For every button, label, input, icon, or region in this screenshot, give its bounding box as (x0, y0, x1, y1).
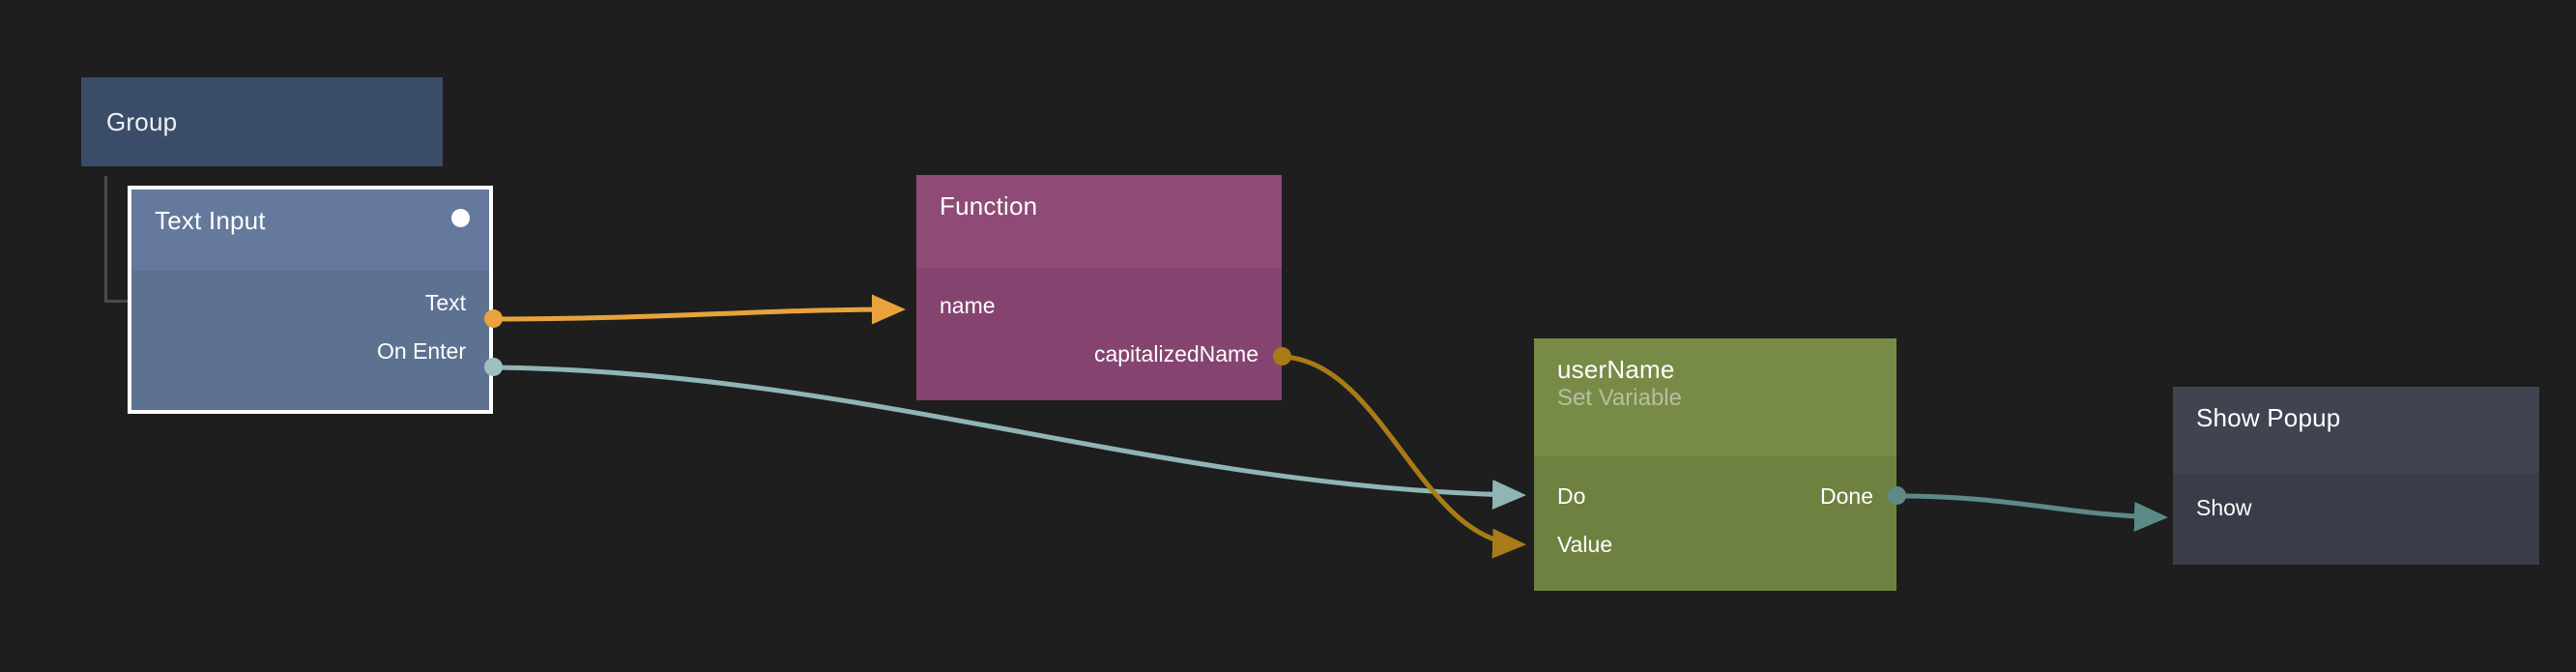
port-label-on-enter: On Enter (376, 337, 466, 364)
port-knob-on-enter-output[interactable] (484, 358, 503, 376)
port-row-on-enter-output[interactable]: On Enter (131, 336, 489, 365)
node-set-variable-header[interactable]: userName Set Variable (1534, 338, 1896, 456)
group-bracket (104, 176, 130, 303)
port-label-done: Done (1820, 482, 1873, 509)
port-row-capitalizedname-output[interactable]: capitalizedName (916, 339, 1282, 368)
node-show-popup-title: Show Popup (2196, 403, 2341, 432)
port-row-value-input[interactable]: Value (1534, 530, 1896, 559)
node-set-variable-body: Do Done Value (1534, 456, 1896, 591)
node-text-input-header[interactable]: Text Input (131, 190, 489, 271)
node-show-popup-body: Show (2173, 474, 2539, 565)
group-header[interactable]: Group (81, 77, 443, 166)
node-show-popup-header[interactable]: Show Popup (2173, 387, 2539, 474)
node-text-input-body: Text On Enter (131, 271, 489, 410)
port-label-name: name (940, 292, 996, 318)
wire-textinput-text-to-function-name (494, 294, 907, 325)
node-function-body: name capitalizedName (916, 268, 1282, 400)
port-label-capitalizedname: capitalizedName (1093, 340, 1259, 366)
node-function-title: Function (940, 191, 1038, 220)
port-knob-capitalizedname-output[interactable] (1273, 347, 1291, 365)
node-show-popup[interactable]: Show Popup Show (2173, 387, 2539, 565)
port-label-do: Do (1557, 482, 1586, 509)
port-row-name-input[interactable]: name (916, 291, 1282, 320)
node-text-input-title: Text Input (155, 206, 266, 235)
node-set-variable-title: userName (1557, 355, 1675, 384)
group-title: Group (106, 106, 178, 136)
port-row-show-input[interactable]: Show (2173, 493, 2539, 522)
port-row-do-done[interactable]: Do Done (1534, 482, 1896, 511)
node-function-header[interactable]: Function (916, 175, 1282, 268)
wire-function-capitalizedname-to-setvariable-value (1281, 354, 1526, 559)
port-knob-done-output[interactable] (1888, 486, 1906, 505)
port-row-text-output[interactable]: Text (131, 288, 489, 317)
node-status-dot-icon (451, 209, 470, 227)
port-label-text: Text (424, 289, 466, 315)
node-set-variable[interactable]: userName Set Variable Do Done Value (1534, 338, 1896, 591)
port-label-show: Show (2196, 494, 2252, 520)
wire-setvariable-done-to-showpopup-show (1899, 493, 2168, 532)
port-label-value: Value (1557, 531, 1613, 557)
node-text-input[interactable]: Text Input Text On Enter (128, 186, 493, 414)
node-set-variable-subtitle: Set Variable (1557, 385, 1682, 412)
node-function[interactable]: Function name capitalizedName (916, 175, 1282, 400)
port-knob-text-output[interactable] (484, 309, 503, 328)
